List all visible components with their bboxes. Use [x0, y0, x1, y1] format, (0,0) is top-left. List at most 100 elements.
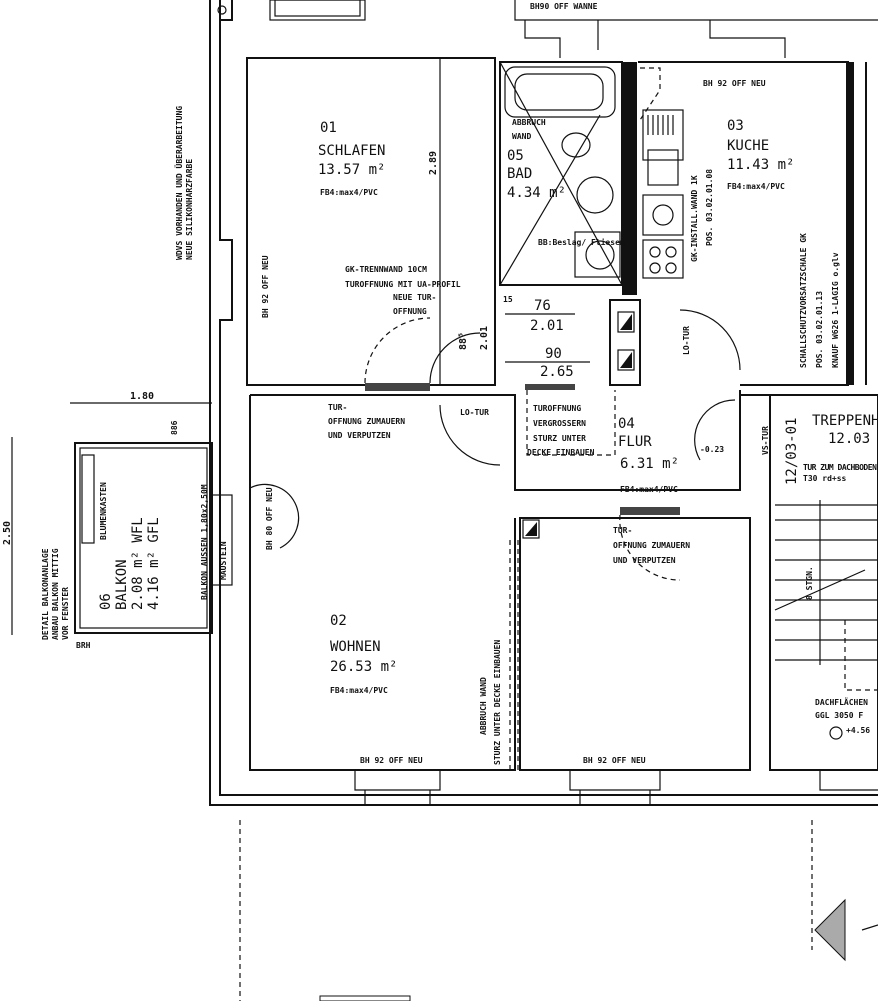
room-number: 04	[618, 416, 635, 432]
room-area: 26.53 m²	[330, 659, 397, 675]
note-brh: BRH	[76, 641, 91, 650]
note-detail: DETAIL BALKONANLAGE	[41, 548, 50, 640]
note-bh: BH 80 OFF NEU	[265, 487, 274, 550]
dimension-label: 2.01	[530, 318, 564, 334]
note-wdvs: WDVS VORHANDEN UND ÜBERARBEITUNG	[174, 106, 184, 260]
room-area: 4.34 m²	[507, 185, 566, 201]
room-treppenhaus: TREPPENH 12.03 12/03-01 TUR ZUM DACHBODE…	[784, 413, 878, 735]
room-floor: FB4:max4/PVC	[727, 182, 785, 191]
note-dachboden-door: TUR ZUM DACHBODEN	[803, 463, 877, 472]
exterior-walls	[209, 0, 878, 806]
doors	[249, 67, 741, 581]
note-gk-trennwand: GK-TRENNWAND 10CM	[345, 265, 427, 274]
note-dachboden-rating: T30 rd+ss	[803, 474, 847, 483]
room-name: BAD	[507, 166, 532, 182]
room-area: 6.31 m²	[620, 456, 679, 472]
note-abbruch-bad: WAND	[512, 132, 531, 141]
staircase	[774, 500, 878, 740]
room-name: WOHNEN	[330, 639, 381, 655]
note-vergroessern: DECKE EINBAUEN	[527, 448, 595, 457]
room-number: 12.03	[828, 431, 870, 447]
room-bad: 05 BAD 4.34 m²	[507, 148, 566, 201]
room-name: KUCHE	[727, 138, 769, 154]
note-vs-tur: VS-TUR	[761, 426, 770, 455]
note-bh: BH 92 OFF NEU	[360, 756, 423, 765]
stair-count: 8 STGN.	[805, 566, 814, 600]
note-vergroessern: STURZ UNTER	[533, 434, 586, 443]
room-name: FLUR	[618, 434, 652, 450]
note-neue-tur: NEUE TUR-	[393, 293, 436, 302]
note-abbruch-wohnen: STURZ UNTER DECKE EINBAUEN	[493, 640, 502, 765]
note-detail: ANBAU BALKON MITTIG	[51, 548, 60, 640]
note-detail: VOR FENSTER	[61, 587, 70, 640]
note-gk-install: GK-INSTALL.WAND 1K	[690, 175, 699, 262]
room-kueche: 03 KUCHE 11.43 m² FB4:max4/PVC	[727, 118, 794, 191]
note-zumauern: UND VERPUTZEN	[328, 431, 391, 440]
note-zumauern: TUR-	[328, 403, 347, 412]
note-fliesen: BB:Beslag/ Fliesen	[538, 237, 625, 247]
note-lo-tur: LO-TUR	[682, 326, 691, 355]
note-pos-schall: POS. 03.02.01.13	[815, 291, 824, 368]
dimension-label: 1.80	[130, 391, 154, 402]
room-floor: FB4:max4/PVC	[330, 686, 388, 695]
room-floor: FB4:max4/PVC	[320, 188, 378, 197]
room-floor: FB4:max4/PVC	[620, 485, 678, 494]
dimension-label: 2.89	[428, 151, 439, 175]
room-name: SCHLAFEN	[318, 143, 385, 159]
note-offnung: OFFNUNG	[393, 307, 427, 316]
level-marker: +4.56	[846, 726, 870, 735]
note-lo-tur: LO-TUR	[460, 408, 489, 417]
note-turoffnung: TUROFFNUNG MIT UA-PROFIL	[345, 280, 461, 289]
note-zumauern: UND VERPUTZEN	[613, 556, 676, 565]
room-name: TREPPENH	[812, 413, 878, 429]
room-flur: 04 FLUR 6.31 m² FB4:max4/PVC	[618, 416, 679, 494]
room-area-wfl: 2.08 m² WFL	[130, 517, 146, 610]
demolition-lines	[239, 390, 813, 1001]
note-pos-install: POS. 03.02.01.08	[705, 169, 714, 246]
dimension-label: 2.50	[2, 521, 13, 545]
room-number: 05	[507, 148, 524, 164]
note-bh: BH 92 OFF NEU	[703, 79, 766, 88]
note-wdvs: NEUE SILIKONHARZFARBE	[185, 159, 194, 260]
kitchen-fixtures	[642, 109, 684, 279]
note-bh: BH 92 OFF NEU	[583, 756, 646, 765]
north-arrow-icon	[814, 898, 878, 962]
room-number: 03	[727, 118, 744, 134]
room-area: 13.57 m²	[318, 162, 385, 178]
bathroom-fixtures	[499, 61, 623, 286]
note-vergroessern: TUROFFNUNG	[533, 404, 581, 413]
note-zumauern: OFFNUNG ZUMAUERN	[328, 417, 405, 426]
note-bh: BH90 OFF WANNE	[530, 2, 598, 11]
note-knauf: KNAUF W626 1-LAGIG o.glv	[831, 252, 840, 368]
room-schlafen: 01 SCHLAFEN 13.57 m² FB4:max4/PVC	[318, 120, 385, 197]
note-abbruch-bad: ABBRUCH	[512, 118, 546, 127]
annotations: WDVS VORHANDEN UND ÜBERARBEITUNG NEUE SI…	[174, 2, 840, 765]
note-blumenkasten: BLUMENKASTEN	[99, 482, 108, 540]
room-name: BALKON	[114, 559, 130, 610]
room-number: 02	[330, 613, 347, 629]
interior-walls	[246, 57, 878, 771]
room-area-gfl: 4.16 m² GFL	[146, 517, 162, 610]
note-balkon-aussen: BALKON AUSSEN 1,80x2,50M	[200, 484, 209, 600]
note-dachflaechen: DACHFLÄCHEN	[815, 697, 868, 707]
balcony	[11, 402, 233, 635]
dimensions: 1.80 2.50 2.89 88⁵ 2.01 76 2.01 90 2.65 …	[2, 151, 590, 545]
note-vergroessern: VERGROSSERN	[533, 419, 586, 428]
room-code: 12/03-01	[784, 418, 800, 485]
dimension-label: 886	[170, 420, 179, 435]
dimension-label: 76	[534, 298, 551, 314]
note-zumauern: TUR-	[613, 526, 632, 535]
dimension-label: 88⁵	[458, 332, 469, 350]
room-number: 01	[320, 120, 337, 136]
note-zumauern: OFFNUNG ZUMAUERN	[613, 541, 690, 550]
room-number: 06	[98, 593, 114, 610]
dimension-label: 2.65	[540, 364, 574, 380]
room-balkon: 06 BALKON 2.08 m² WFL 4.16 m² GFL BLUMEN…	[41, 482, 228, 650]
note-mauerstein: MAUSTEIN	[219, 541, 228, 580]
dimension-label: 2.01	[479, 326, 490, 350]
note-schallschutz: SCHALLSCHUTZVORSATZSCHALE GK	[799, 233, 808, 368]
scale-bar	[319, 995, 411, 1001]
note-bh: BH 92 OFF NEU	[261, 255, 270, 318]
note-abbruch-wohnen: ABBRUCH WAND	[479, 677, 488, 735]
